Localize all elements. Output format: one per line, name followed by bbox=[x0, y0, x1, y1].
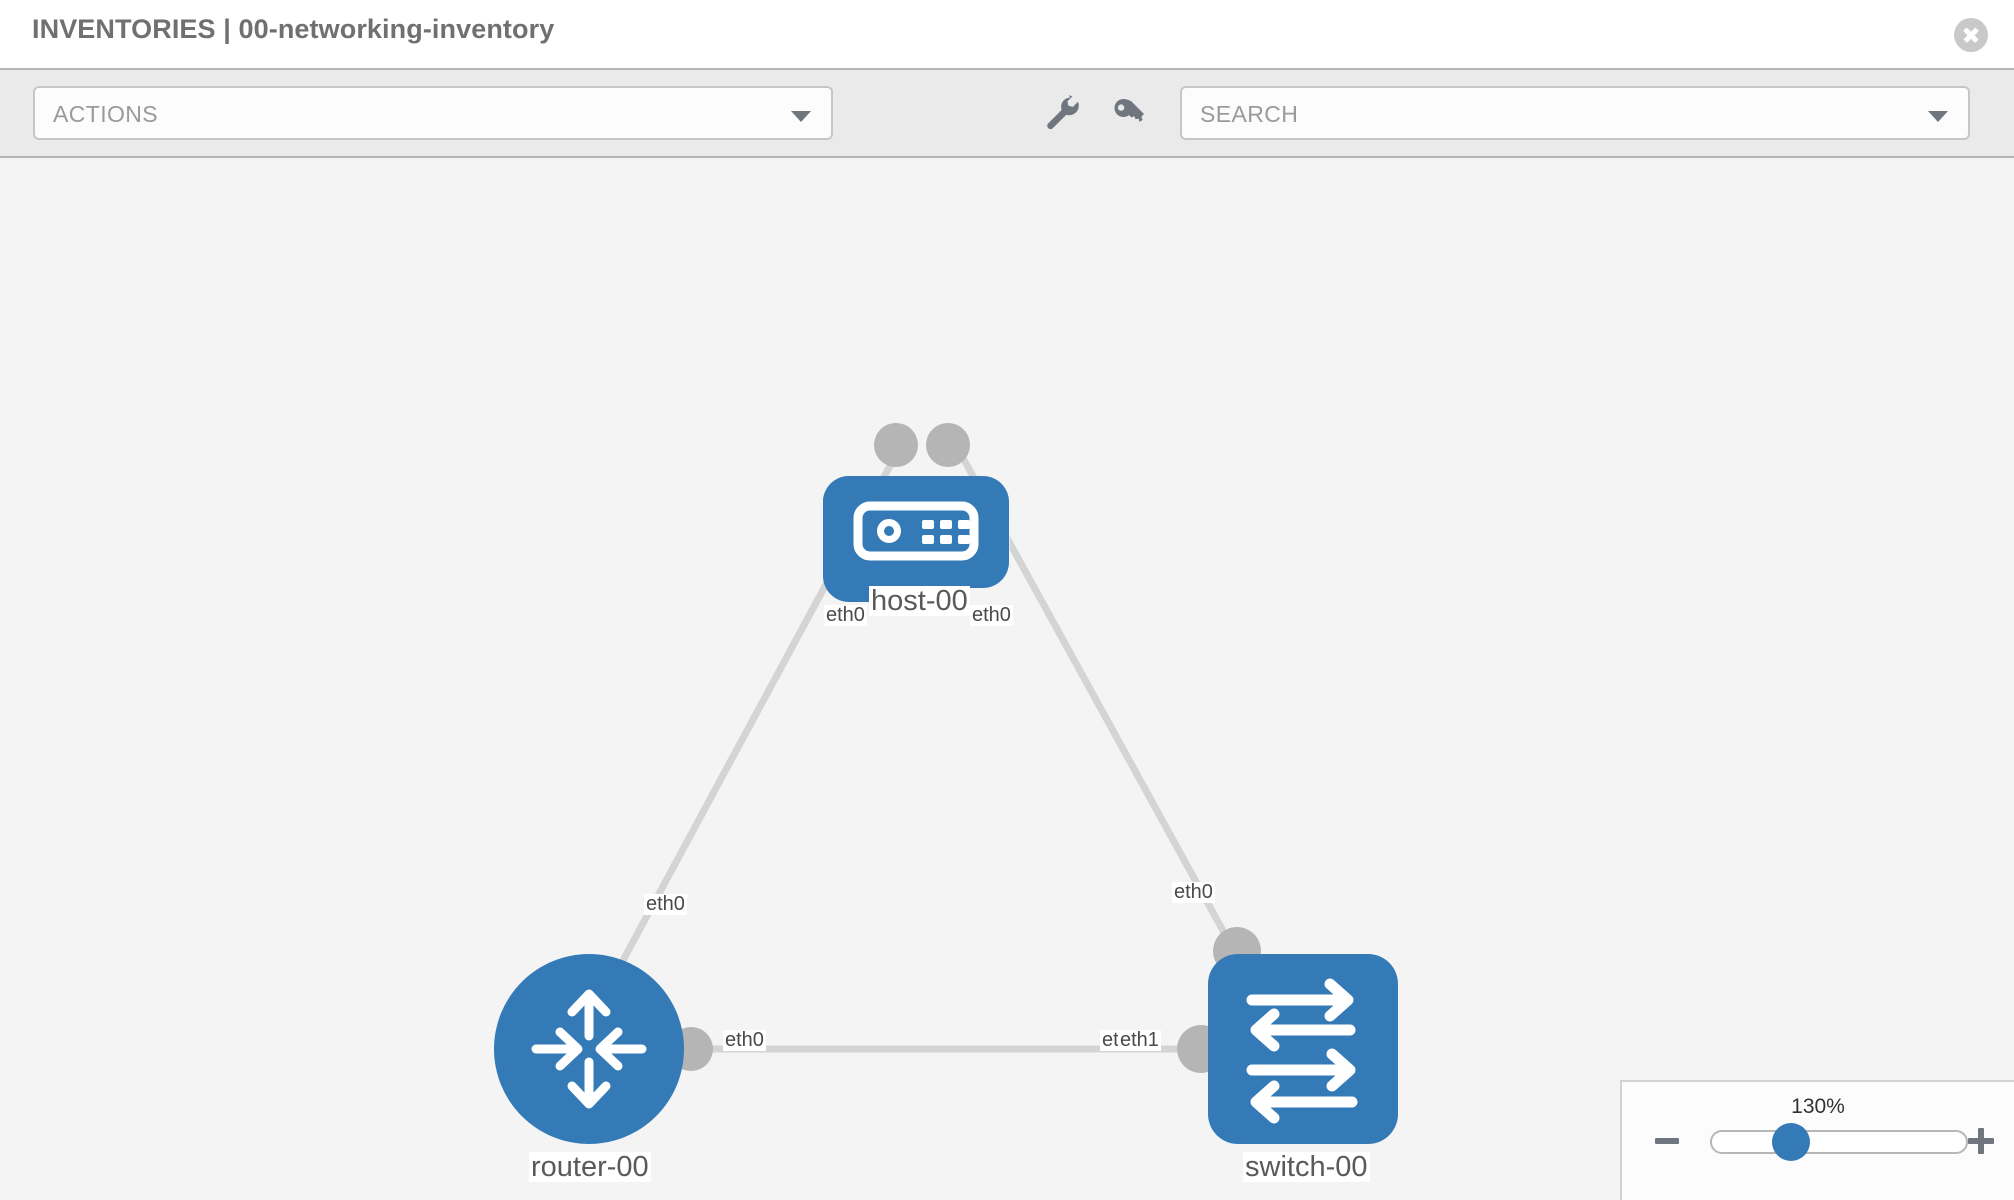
iface-label: eth0 bbox=[970, 604, 1013, 626]
wrench-icon[interactable] bbox=[1040, 92, 1082, 134]
page-header: INVENTORIES | 00-networking-inventory bbox=[0, 0, 2014, 68]
iface-label: eth0 bbox=[723, 1029, 766, 1051]
zoom-slider-track[interactable] bbox=[1710, 1130, 1968, 1154]
iface-label: eth0 bbox=[1172, 881, 1215, 903]
endpoint-host-right bbox=[926, 423, 970, 467]
node-router-00[interactable] bbox=[494, 954, 684, 1144]
router-arrows-icon bbox=[531, 989, 647, 1109]
search-input[interactable]: SEARCH bbox=[1180, 86, 1970, 140]
zoom-control-panel: 130% bbox=[1620, 1080, 2014, 1200]
iface-label: eth1 bbox=[1118, 1029, 1161, 1051]
switch-arrows-icon bbox=[1246, 978, 1358, 1124]
page-title: INVENTORIES | 00-networking-inventory bbox=[32, 14, 555, 44]
chevron-down-icon bbox=[791, 111, 811, 122]
topology-canvas[interactable]: eth0 host-00 eth0 eth0 eth0 eth0 eth eth… bbox=[0, 158, 2014, 1200]
node-label-host-00: host-00 bbox=[869, 585, 970, 617]
plus-icon[interactable] bbox=[1966, 1126, 1996, 1156]
endpoint-host-left bbox=[874, 423, 918, 467]
chevron-down-icon[interactable] bbox=[1928, 111, 1948, 122]
node-label-switch-00: switch-00 bbox=[1243, 1151, 1370, 1183]
close-icon[interactable] bbox=[1954, 18, 1988, 52]
zoom-slider-thumb[interactable] bbox=[1772, 1123, 1810, 1161]
search-placeholder: SEARCH bbox=[1200, 101, 1299, 127]
iface-label: eth0 bbox=[824, 604, 867, 626]
topology-graph bbox=[494, 423, 1398, 1144]
actions-dropdown[interactable]: ACTIONS bbox=[33, 86, 833, 140]
zoom-level-label: 130% bbox=[1791, 1095, 1845, 1118]
link-endpoints bbox=[669, 423, 1261, 1073]
actions-dropdown-label: ACTIONS bbox=[53, 101, 159, 127]
key-icon[interactable] bbox=[1108, 92, 1150, 134]
minus-icon[interactable] bbox=[1652, 1126, 1682, 1156]
node-label-router-00: router-00 bbox=[529, 1151, 651, 1183]
toolbar: ACTIONS SEARCH bbox=[0, 68, 2014, 158]
node-switch-00[interactable] bbox=[1208, 954, 1398, 1144]
iface-label: eth0 bbox=[644, 893, 687, 915]
